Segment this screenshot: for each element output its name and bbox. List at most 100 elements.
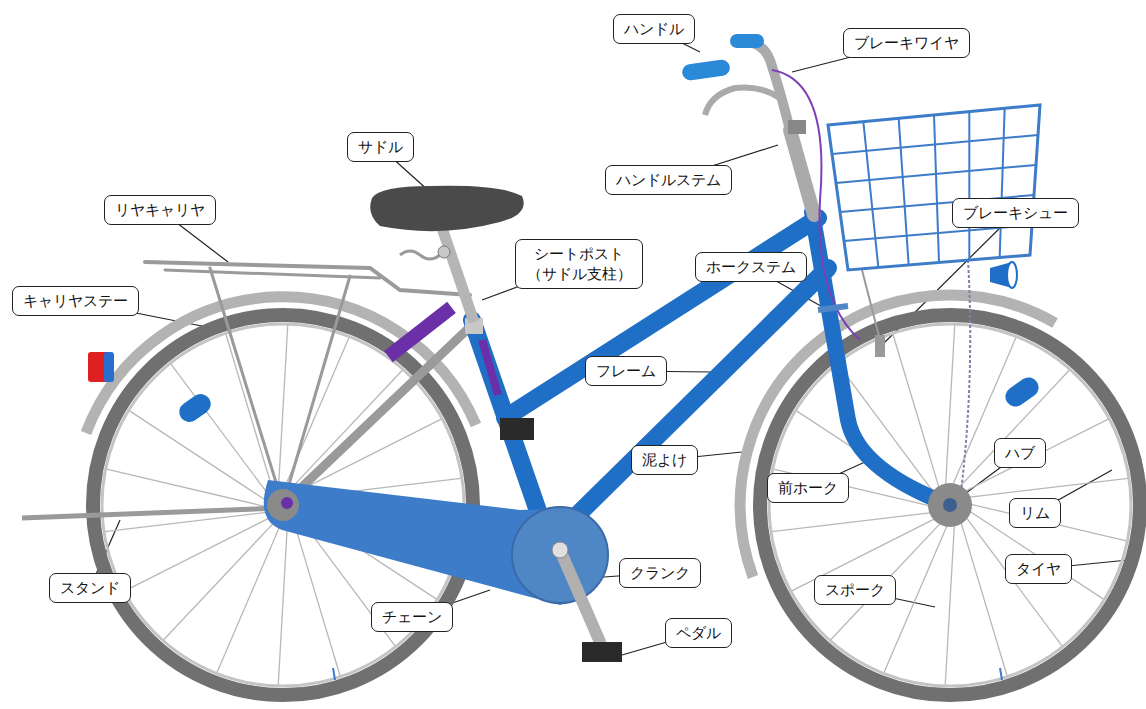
part-callout: ブレーキシュー: [952, 198, 1079, 228]
spoke-reflector: [1002, 373, 1043, 410]
part-callout: キャリヤステー: [12, 286, 139, 316]
spoke: [772, 511, 942, 531]
rear-carrier: [145, 262, 470, 505]
spoke: [130, 411, 273, 505]
spoke: [958, 478, 1128, 498]
part-callout: ホークステム: [695, 252, 807, 282]
dynamo-cord: [960, 260, 970, 500]
part-callout: ハンドル: [613, 14, 695, 44]
pedal: [582, 642, 622, 662]
part-callout: タイヤ: [1005, 554, 1072, 584]
rear-axle: [281, 497, 293, 509]
spoke: [955, 419, 1108, 496]
lock-cable: [482, 340, 498, 395]
part-callout: シートポスト （サドル支柱）: [515, 239, 643, 290]
part-name: ブレーキシュー: [963, 203, 1068, 223]
chainring-cover: [512, 507, 608, 603]
basket-wire: [832, 135, 1038, 154]
basket-wire: [899, 118, 909, 265]
part-name: シートポスト （サドル支柱）: [526, 244, 632, 285]
part-name: ハンドル: [624, 19, 684, 39]
part-callout: リム: [1009, 498, 1061, 528]
spoke: [945, 325, 955, 496]
part-name: スタンド: [60, 578, 120, 598]
grip: [681, 59, 731, 82]
spoke: [217, 515, 285, 673]
rear-valve: [333, 668, 335, 680]
front-rim: [769, 324, 1131, 686]
brake-arm: [862, 270, 880, 340]
basket-wire: [968, 112, 970, 260]
part-name: ハブ: [1005, 443, 1035, 463]
part-callout: サドル: [347, 132, 414, 162]
part-name: スポーク: [825, 580, 885, 600]
rear-reflector: [104, 352, 114, 382]
saddle: [370, 186, 523, 231]
spoke: [164, 515, 282, 640]
spoke: [952, 370, 1070, 495]
saddle-spring: [400, 251, 440, 259]
rear-lock: [384, 302, 456, 362]
seat-post: [442, 228, 474, 322]
part-name: タイヤ: [1016, 559, 1061, 579]
spoke: [226, 334, 275, 498]
spoke: [285, 370, 403, 495]
front-hub: [928, 483, 972, 527]
brake-lever: [705, 87, 780, 115]
part-callout: 前ホーク: [767, 473, 849, 503]
part-name: クランク: [630, 563, 690, 583]
basket-wire: [863, 122, 878, 268]
part-callout: リヤキャリヤ: [104, 195, 216, 225]
part-name: リヤキャリヤ: [115, 200, 205, 220]
spoke-reflector: [175, 390, 214, 426]
spoke: [171, 364, 274, 501]
part-name: リム: [1020, 503, 1050, 523]
crank-arm: [560, 550, 600, 642]
spoke: [958, 511, 1007, 675]
part-name: キャリヤステー: [23, 291, 128, 311]
part-name: チェーン: [382, 607, 442, 627]
front-axle: [943, 498, 957, 512]
headlight-lens: [1007, 262, 1017, 288]
part-name: ハンドルステム: [616, 170, 721, 190]
part-name: フレーム: [596, 361, 656, 381]
stand: [22, 508, 283, 518]
part-callout: フレーム: [585, 356, 667, 386]
part-name: ホークステム: [706, 257, 796, 277]
part-callout: チェーン: [371, 602, 453, 632]
rear-hub: [267, 489, 299, 521]
part-callout: スタンド: [49, 573, 131, 603]
part-callout: ハブ: [994, 438, 1046, 468]
part-name: 前ホーク: [778, 478, 838, 498]
front-valve: [1000, 668, 1002, 680]
part-callout: ブレーキワイヤ: [843, 28, 970, 58]
basket: [828, 105, 1040, 270]
spoke: [948, 338, 1016, 496]
seat-stay: [283, 325, 472, 505]
spoke: [945, 514, 955, 685]
crank-axle: [552, 542, 568, 558]
fork-stem-collar: [818, 306, 848, 310]
spoke: [959, 502, 1126, 541]
leader-lines: [75, 29, 1128, 655]
spoke: [278, 514, 288, 685]
part-callout: 泥よけ: [631, 445, 698, 475]
front-tire: [760, 315, 1140, 695]
stem-clamp: [788, 120, 806, 134]
brake-wire: [772, 70, 860, 340]
handle-stem: [790, 130, 814, 215]
part-callout: ペダル: [665, 618, 732, 648]
spoke: [125, 514, 278, 591]
part-callout: スポーク: [814, 575, 896, 605]
basket-wire: [934, 115, 939, 263]
frame-bracket: [500, 418, 534, 440]
part-name: ペダル: [676, 623, 721, 643]
spoke: [278, 325, 288, 496]
part-name: 泥よけ: [642, 450, 687, 470]
basket-wire: [836, 165, 1036, 183]
grip: [730, 34, 764, 48]
saddle-clamp: [438, 246, 450, 258]
part-name: サドル: [358, 137, 403, 157]
